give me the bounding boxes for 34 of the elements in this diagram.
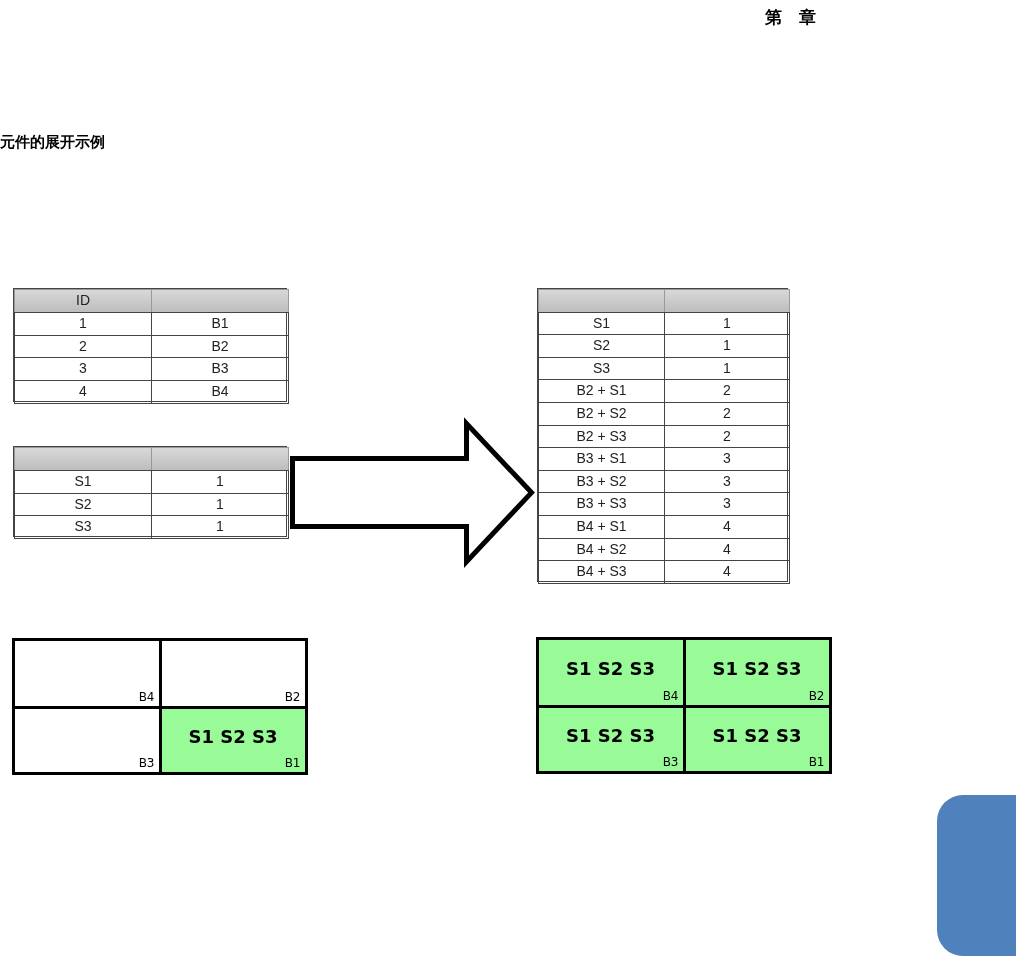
table-cell: 1 (151, 515, 289, 540)
cell-label: B2 (284, 689, 301, 704)
table-cell: 1 (14, 311, 152, 336)
section-title: 元件的展开示例 (0, 133, 105, 152)
cell-label: B4 (662, 688, 679, 703)
table-cell: S1 (538, 311, 665, 336)
cell-text: S1 S2 S3 (565, 724, 656, 746)
chapter-heading: 第 章 (765, 6, 816, 29)
grid-cell (11, 637, 162, 709)
grid-cell (535, 636, 686, 708)
cell-label: B2 (808, 688, 825, 703)
data-table (13, 288, 287, 402)
cell-text: S1 S2 S3 (187, 725, 279, 747)
cell-label: B1 (284, 755, 301, 770)
cell-label: B3 (138, 755, 155, 770)
table-cell: B4 + S3 (538, 560, 665, 584)
table-cell: 4 (14, 380, 152, 404)
table-cell: B1 (151, 311, 289, 336)
cell-text: S1 S2 S3 (711, 657, 803, 679)
table-cell: 4 (664, 560, 790, 584)
table-cell: S1 (14, 469, 152, 494)
cell-text: S1 S2 S3 (565, 657, 656, 679)
table-cell: 1 (151, 469, 289, 494)
cell-label: B3 (662, 754, 679, 769)
block-arrow (290, 417, 535, 568)
data-table (13, 446, 287, 538)
data-table (537, 288, 788, 582)
table-cell: S3 (14, 515, 152, 540)
header-cell: ID (14, 289, 152, 313)
cell-label: B1 (808, 754, 825, 769)
table-cell: B4 (151, 380, 289, 404)
cell-label: B4 (138, 689, 155, 704)
table-cell: 1 (664, 311, 790, 336)
cell-text: S1 S2 S3 (711, 724, 803, 746)
